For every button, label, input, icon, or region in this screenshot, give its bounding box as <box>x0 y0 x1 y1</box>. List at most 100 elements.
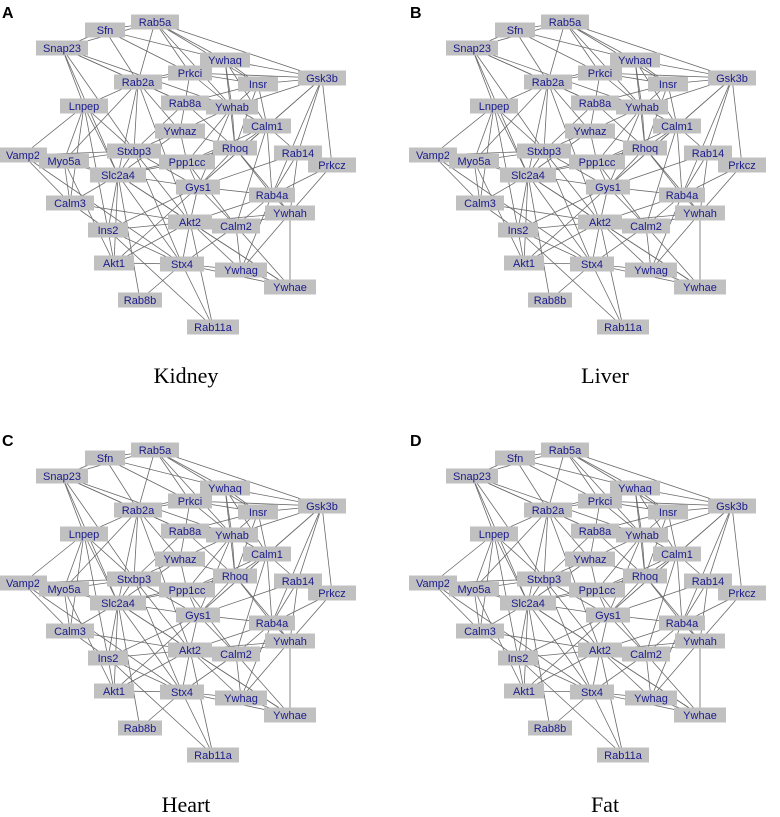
node-gys1: Gys1 <box>586 179 630 195</box>
node-akt2: Akt2 <box>168 642 212 658</box>
node-label: Ppp1cc <box>579 585 616 597</box>
node-box <box>675 633 725 649</box>
node-calm3: Calm3 <box>456 623 504 639</box>
node-akt1: Akt1 <box>504 255 544 271</box>
node-ins2: Ins2 <box>498 222 538 238</box>
node-rab8b: Rab8b <box>528 720 572 736</box>
node-label: Calm1 <box>251 121 283 133</box>
node-box <box>610 52 660 68</box>
edge-akt2-ywhag <box>599 221 652 271</box>
node-box <box>718 585 766 601</box>
node-ywhaz: Ywhaz <box>155 551 205 567</box>
node-label: Myo5a <box>47 584 81 596</box>
node-box <box>107 143 161 159</box>
node-label: Rhoq <box>222 143 248 155</box>
node-box <box>597 319 649 335</box>
node-box <box>586 607 630 623</box>
edge-prkcz-ywhah <box>289 164 333 214</box>
edge-lnpep-myo5a <box>63 533 85 590</box>
node-ywhaq: Ywhaq <box>200 52 250 68</box>
node-label: Stx4 <box>581 687 603 699</box>
node-box <box>85 450 125 466</box>
node-label: Prkci <box>178 68 202 80</box>
edge-rab14-ywhah <box>699 152 709 214</box>
node-prkci: Prkci <box>578 65 622 81</box>
edge-rab5a-prkci <box>154 21 191 74</box>
edge-insr-rhoq <box>234 511 259 577</box>
edge-slc2a4-ins2 <box>517 174 529 231</box>
node-calm1: Calm1 <box>653 118 701 134</box>
node-box <box>238 504 278 520</box>
node-snap23: Snap23 <box>446 40 498 56</box>
node-label: Snap23 <box>453 43 491 55</box>
node-label: Prkcz <box>318 160 346 172</box>
node-box <box>446 40 498 56</box>
node-box <box>176 179 220 195</box>
node-prkcz: Prkcz <box>718 157 766 173</box>
node-sfn: Sfn <box>85 450 125 466</box>
node-label: Rab14 <box>692 148 724 160</box>
edge-akt2-ywhag <box>599 649 652 699</box>
node-slc2a4: Slc2a4 <box>500 167 556 183</box>
edge-myo5a-akt1 <box>473 588 525 692</box>
node-label: Lnpep <box>69 529 100 541</box>
node-gsk3b: Gsk3b <box>298 498 346 514</box>
node-label: Rab8b <box>124 723 156 735</box>
node-label: Vamp2 <box>416 578 450 590</box>
node-label: Rab4a <box>256 618 289 630</box>
edge-vamp2-calm3 <box>432 582 481 632</box>
node-box <box>187 747 239 763</box>
node-label: Ywhab <box>625 102 659 114</box>
node-calm2: Calm2 <box>622 218 670 234</box>
edge-prkcz-ywhah <box>289 592 333 642</box>
node-box <box>160 684 204 700</box>
edge-akt2-rab11a <box>599 221 624 328</box>
node-vamp2: Vamp2 <box>409 147 457 163</box>
node-rab14: Rab14 <box>684 573 732 589</box>
node-box <box>528 720 572 736</box>
node-label: Rab2a <box>122 505 155 517</box>
node-label: Ywhaq <box>208 483 242 495</box>
node-label: Ywhaq <box>618 55 652 67</box>
node-ywhab: Ywhab <box>206 99 258 115</box>
edge-insr-rhoq <box>234 83 259 149</box>
node-box <box>498 650 538 666</box>
edge-stx4-rab11a <box>591 691 624 756</box>
edge-snap23-lnpep <box>471 475 495 535</box>
node-label: Rab4a <box>666 618 699 630</box>
edge-myo5a-akt1 <box>473 160 525 264</box>
node-rab5a: Rab5a <box>541 442 589 458</box>
node-slc2a4: Slc2a4 <box>90 595 146 611</box>
node-rab11a: Rab11a <box>187 319 239 335</box>
node-box <box>46 623 94 639</box>
edge-calm1-rab4a <box>676 553 683 624</box>
node-label: Ppp1cc <box>169 157 206 169</box>
node-box <box>616 99 668 115</box>
node-box <box>578 642 622 658</box>
node-label: Calm2 <box>630 649 662 661</box>
edge-rab5a-ywhab <box>564 449 643 536</box>
node-box <box>212 218 260 234</box>
node-label: Calm1 <box>661 121 693 133</box>
edge-rab14-ywhah <box>289 152 299 214</box>
node-label: Calm1 <box>661 549 693 561</box>
node-label: Rhoq <box>632 143 658 155</box>
edge-slc2a4-ins2 <box>517 602 529 659</box>
edge-lnpep-myo5a <box>63 105 85 162</box>
edge-rab2a-stxbp3 <box>133 509 139 580</box>
edge-calm1-rab4a <box>266 125 273 196</box>
node-box <box>243 118 291 134</box>
edge-rab2a-ywhaz <box>547 509 591 560</box>
edge-vamp2-stx4 <box>432 154 593 265</box>
node-box <box>622 218 670 234</box>
node-label: Rab4a <box>256 190 289 202</box>
node-rab8a: Rab8a <box>161 523 209 539</box>
node-box <box>541 442 589 458</box>
node-prkcz: Prkcz <box>308 157 356 173</box>
node-box <box>622 646 670 662</box>
edge-gsk3b-rab14 <box>297 77 323 154</box>
node-box <box>94 255 134 271</box>
node-box <box>449 581 499 597</box>
node-rab14: Rab14 <box>274 573 322 589</box>
